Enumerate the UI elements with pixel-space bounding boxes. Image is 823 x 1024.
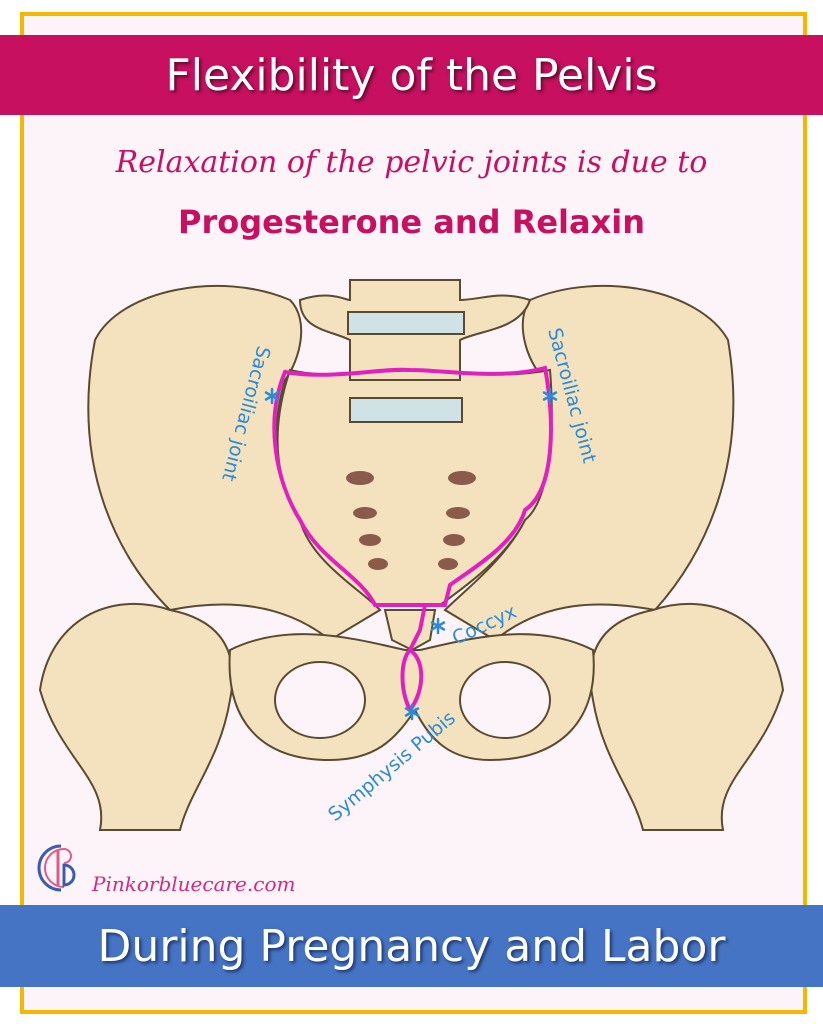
intervertebral-disc-lower xyxy=(349,397,463,423)
left-femur xyxy=(38,602,234,831)
title-bar: Flexibility of the Pelvis xyxy=(0,35,823,115)
right-obturator-foramen xyxy=(459,661,551,739)
sacral-foramina xyxy=(346,471,476,570)
footer-title: During Pregnancy and Labor xyxy=(97,920,726,972)
subtitle: Relaxation of the pelvic joints is due t… xyxy=(115,145,708,180)
left-obturator-foramen xyxy=(274,661,366,739)
brand-logo-icon xyxy=(37,844,76,892)
headline: Progesterone and Relaxin xyxy=(178,203,645,241)
footer-bar: During Pregnancy and Labor xyxy=(0,905,823,987)
pelvic-joint-outline xyxy=(272,365,553,714)
page-title: Flexibility of the Pelvis xyxy=(165,49,658,101)
right-femur xyxy=(589,602,785,831)
coccyx-bone xyxy=(383,609,437,652)
brand-name: Pinkorbluecare.com xyxy=(92,872,296,896)
intervertebral-disc xyxy=(347,311,465,335)
